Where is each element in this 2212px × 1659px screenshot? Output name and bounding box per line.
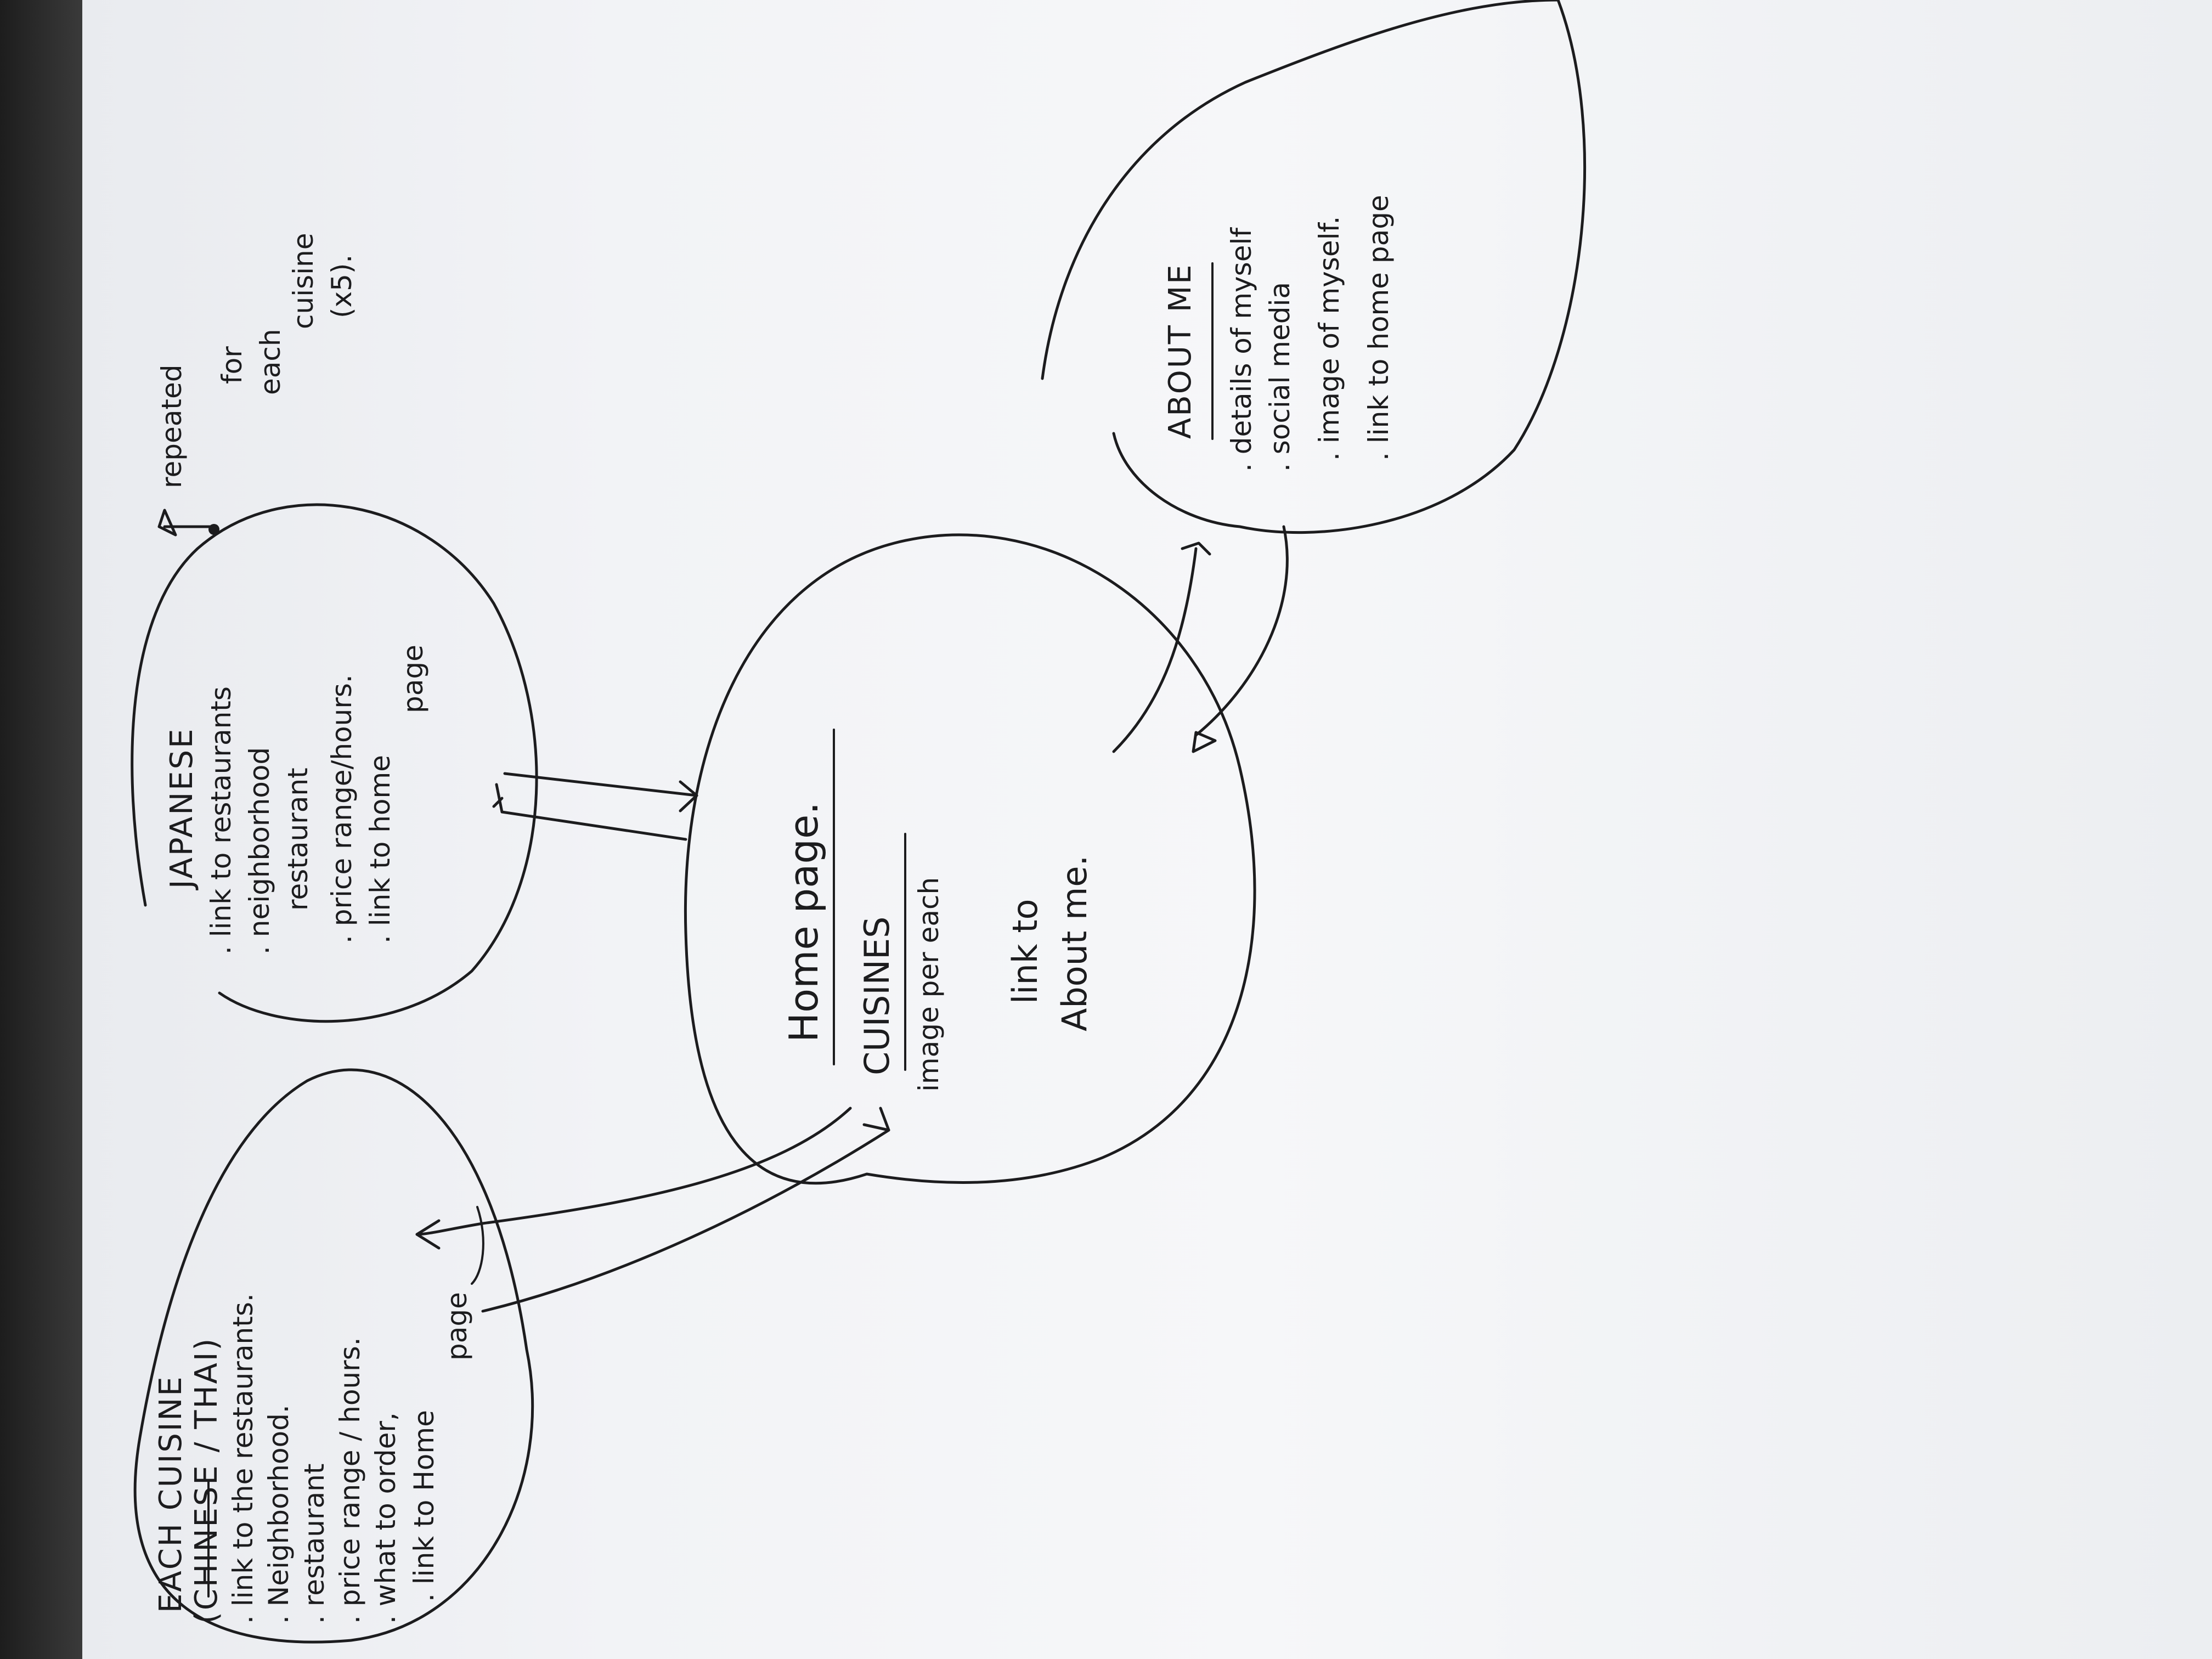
arrow-home-to-japanese	[500, 810, 687, 841]
annotation-line3: each	[255, 329, 286, 395]
paper-sheet	[82, 0, 2212, 1659]
about-node: ABOUT ME . details of myself . social me…	[1163, 195, 1395, 472]
each-cuisine-item-7: page	[441, 1292, 473, 1361]
each-cuisine-circle	[133, 1068, 534, 1644]
home-link-line1: link to	[1005, 899, 1045, 1004]
arrow-home-to-about	[1112, 547, 1198, 753]
home-cuisines: CUISINES	[857, 916, 897, 1075]
japanese-node: JAPANESE . link to restaurants . neighbo…	[164, 645, 429, 955]
home-link-line2: About me.	[1054, 855, 1094, 1031]
arrowhead-home-1	[862, 1107, 890, 1132]
japanese-item-6: page	[397, 645, 429, 713]
japanese-item-2: . neighborhood	[244, 747, 275, 955]
arrowhead-home-3	[1192, 731, 1217, 753]
home-node: Home page. CUISINES image per each link …	[781, 802, 1094, 1092]
arrowhead-home-2	[679, 780, 698, 812]
japanese-item-4: . price range/hours.	[326, 674, 358, 944]
arrow-cuisine-to-home	[481, 1128, 890, 1313]
about-circle	[1041, 0, 1560, 380]
annotation-line4: cuisine	[287, 233, 319, 329]
annotation-line2: for	[216, 346, 248, 384]
each-cuisine-item-2: . Neighborhood.	[263, 1404, 295, 1624]
japanese-circle	[131, 503, 538, 1023]
arrow-home-to-cuisine	[415, 1107, 852, 1236]
about-item-3: . image of myself.	[1313, 216, 1345, 461]
annotation-line5: (x5).	[326, 255, 358, 318]
repeated-arrowhead	[157, 509, 177, 537]
japanese-item-3: restaurant	[282, 768, 314, 911]
each-cuisine-node: EACH CUISINE (CHINESE / THAI) . link to …	[153, 1292, 473, 1624]
about-circle-lower	[1112, 0, 1587, 534]
each-cuisine-title: EACH CUISINE	[153, 1375, 189, 1613]
each-cuisine-subtitle: (CHINESE / THAI)	[189, 1337, 224, 1624]
arrowhead-cuisine	[415, 1219, 441, 1250]
about-item-4: . link to home page	[1363, 195, 1395, 461]
japanese-item-5: . link to home	[364, 755, 396, 944]
home-title: Home page.	[781, 802, 827, 1042]
each-cuisine-item-6: . link to Home	[408, 1410, 440, 1602]
each-cuisine-item-5: . what to order,	[370, 1412, 402, 1624]
annotation-line1: repeated	[156, 365, 188, 488]
desk-background	[0, 0, 82, 1659]
each-cuisine-item-4: . price range / hours.	[334, 1337, 366, 1624]
each-cuisine-item-1: . link to the restaurants.	[227, 1293, 259, 1624]
arrowhead-about	[1181, 541, 1211, 556]
arrow-japanese-to-home	[503, 772, 698, 797]
japanese-item-1: . link to restaurants	[205, 686, 237, 955]
about-item-1: . details of myself	[1226, 227, 1257, 472]
japanese-title: JAPANESE	[164, 727, 200, 890]
home-image-note: image per each	[913, 877, 945, 1092]
each-cuisine-item-3: . restaurant	[298, 1464, 330, 1624]
arrow-tail-loop	[471, 1206, 484, 1285]
about-title: ABOUT ME	[1163, 263, 1198, 439]
ink-dot	[208, 524, 219, 535]
arrowhead-japanese	[492, 783, 504, 814]
home-circle	[684, 533, 1256, 1185]
about-item-2: . social media	[1264, 282, 1296, 472]
arrow-about-to-home	[1194, 525, 1289, 737]
repeated-annotation: repeated for each cuisine (x5).	[156, 233, 358, 488]
